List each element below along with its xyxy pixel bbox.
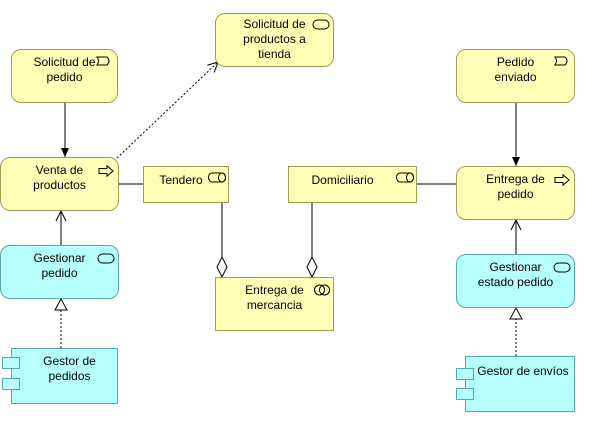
- node-label: Gestionar pedido: [33, 251, 86, 280]
- application-service-icon: [553, 262, 571, 273]
- node-label: Domiciliario: [311, 173, 374, 187]
- node-label: Venta de productos: [33, 163, 86, 192]
- node-gestionar-pedido[interactable]: Gestionar pedido: [0, 245, 119, 299]
- node-label: Gestor de pedidos: [43, 354, 96, 383]
- business-process-icon: [554, 174, 570, 186]
- node-pedido-enviado[interactable]: Pedido enviado: [456, 49, 575, 103]
- business-event-icon: [96, 56, 110, 66]
- business-collaboration-icon: [314, 284, 330, 296]
- node-gestor-de-envios[interactable]: Gestor de envíos: [465, 356, 575, 412]
- node-label: Solicitud de pedido: [33, 55, 96, 84]
- business-role-icon: [208, 172, 226, 183]
- node-label: Gestor de envíos: [477, 364, 569, 378]
- business-event-icon: [554, 56, 568, 66]
- application-component-icon: [456, 368, 474, 380]
- node-gestionar-estado-pedido[interactable]: Gestionar estado pedido: [456, 254, 575, 308]
- business-process-icon: [98, 165, 114, 177]
- application-component-icon: [456, 388, 474, 400]
- node-label: Pedido enviado: [494, 55, 537, 84]
- node-label: Entrega de mercancia: [245, 283, 304, 312]
- application-component-icon: [2, 378, 20, 390]
- business-role-icon: [396, 172, 414, 183]
- node-venta-de-productos[interactable]: Venta de productos: [0, 157, 119, 211]
- node-domiciliario[interactable]: Domiciliario: [288, 166, 417, 203]
- node-gestor-de-pedidos[interactable]: Gestor de pedidos: [11, 348, 118, 404]
- node-label: Solicitud de productos a tienda: [243, 17, 306, 61]
- edge-venta-to-solicitud-productos: [116, 62, 218, 159]
- node-label: Tendero: [159, 173, 203, 187]
- business-service-icon: [312, 19, 330, 30]
- application-component-icon: [2, 357, 20, 369]
- node-label: Entrega de pedido: [486, 172, 545, 201]
- node-entrega-de-mercancia[interactable]: Entrega de mercancia: [215, 277, 334, 331]
- application-service-icon: [97, 253, 115, 264]
- node-solicitud-de-pedido[interactable]: Solicitud de pedido: [11, 49, 118, 103]
- node-tendero[interactable]: Tendero: [143, 166, 229, 203]
- node-entrega-de-pedido[interactable]: Entrega de pedido: [456, 166, 575, 220]
- node-label: Gestionar estado pedido: [477, 260, 554, 289]
- node-solicitud-de-productos-a-tienda[interactable]: Solicitud de productos a tienda: [215, 13, 334, 67]
